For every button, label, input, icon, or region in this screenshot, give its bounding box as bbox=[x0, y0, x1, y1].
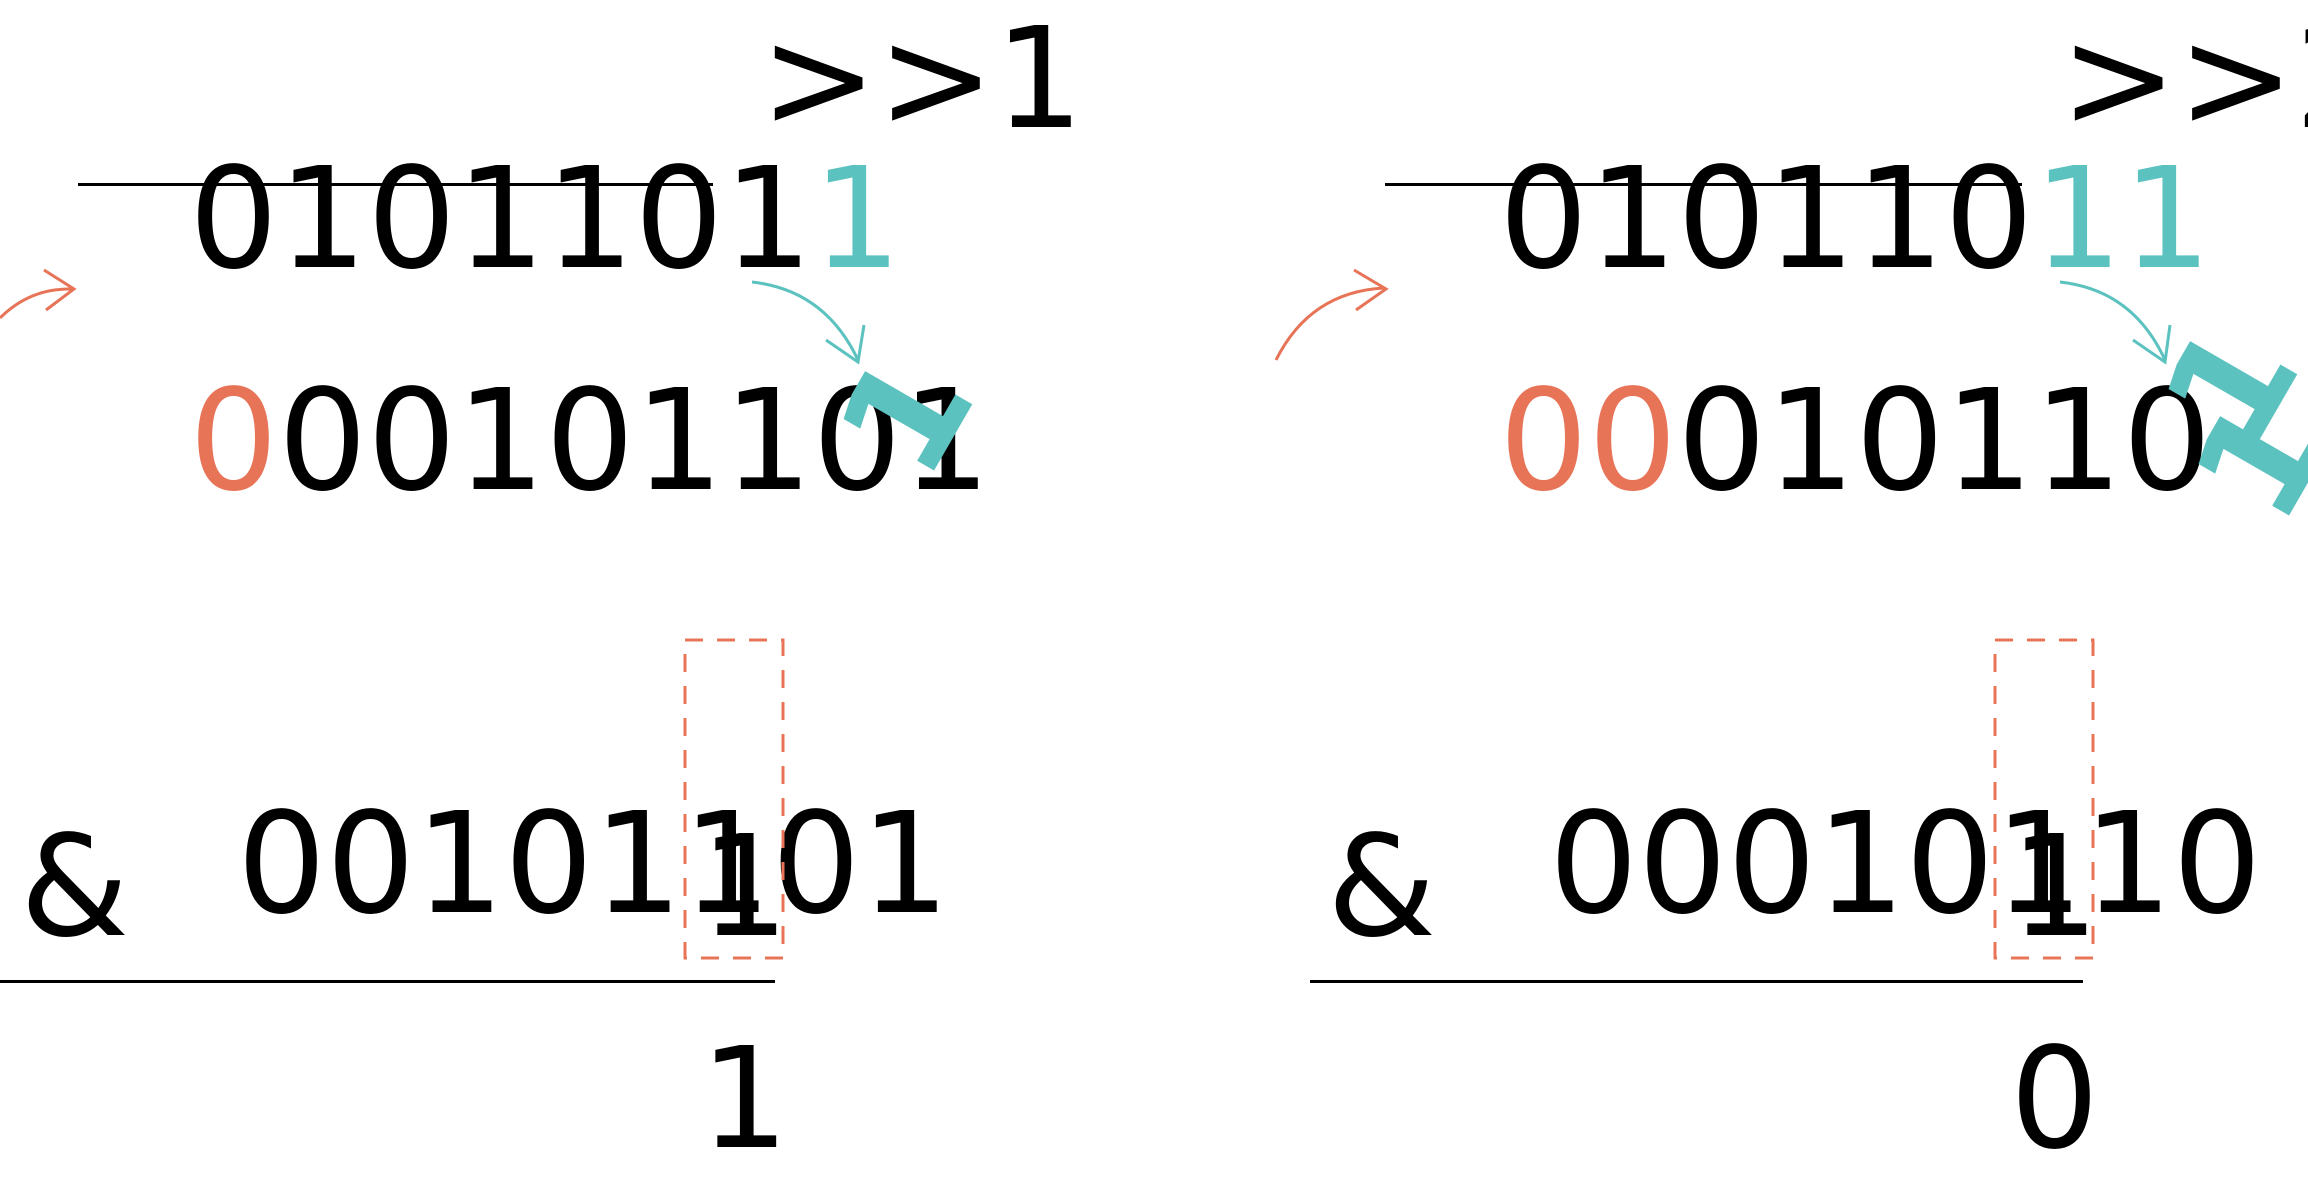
right-shift-out-arrow-icon bbox=[2059, 280, 2172, 365]
right-and-symbol: & bbox=[1327, 806, 1437, 969]
left-top-shifted-out-bit: 1 bbox=[812, 138, 902, 301]
left-shift-operator: >>1 bbox=[760, 0, 1084, 161]
left-and-result: 1 bbox=[700, 1018, 790, 1181]
left-lsb-highlight-box bbox=[683, 638, 785, 960]
left-top-bits: 0101101 bbox=[189, 138, 813, 301]
left-and-top-binary: 00101101 bbox=[148, 655, 950, 935]
right-and-divider bbox=[1310, 980, 2083, 983]
left-and-mask: 1 bbox=[700, 806, 790, 969]
left-and-symbol: & bbox=[20, 806, 130, 969]
left-and-top-last-bit: 1 bbox=[860, 783, 950, 946]
left-shift-out-arrow-icon bbox=[751, 280, 866, 365]
right-and-top-binary: 00010110 bbox=[1460, 655, 2262, 935]
right-shift-operator: >>2 bbox=[2060, 0, 2308, 161]
right-zero-fill-bits: 00 bbox=[1499, 360, 1678, 523]
left-shifted-last-bit: 1 bbox=[901, 360, 991, 523]
right-top-divider bbox=[1385, 183, 2022, 186]
right-zero-fill-arrow-icon bbox=[1274, 268, 1389, 361]
left-top-divider bbox=[78, 183, 713, 186]
right-and-result: 0 bbox=[2010, 1018, 2100, 1181]
right-top-shifted-out-bits: 11 bbox=[2033, 138, 2212, 301]
right-and-top-last-bit: 0 bbox=[2172, 783, 2262, 946]
right-shifted-bits: 010110 bbox=[1677, 360, 2212, 523]
left-shifted-bits: 0010110 bbox=[278, 360, 902, 523]
left-zero-fill-arrow-icon bbox=[0, 268, 77, 320]
left-top-binary: 01011011 bbox=[100, 10, 902, 290]
right-and-mask: 1 bbox=[2010, 806, 2100, 969]
left-zero-fill-bit: 0 bbox=[189, 360, 279, 523]
right-top-binary: 01011011 bbox=[1410, 10, 2212, 290]
right-and-top-bits: 0001011 bbox=[1549, 783, 2173, 946]
right-top-bits: 010110 bbox=[1499, 138, 2034, 301]
right-lsb-highlight-box bbox=[1993, 638, 2095, 960]
left-and-divider bbox=[0, 980, 775, 983]
right-shifted-binary: 00010110 bbox=[1410, 232, 2212, 512]
left-and-top-bits: 0010110 bbox=[237, 783, 861, 946]
left-shifted-binary: 000101101 bbox=[100, 232, 991, 512]
